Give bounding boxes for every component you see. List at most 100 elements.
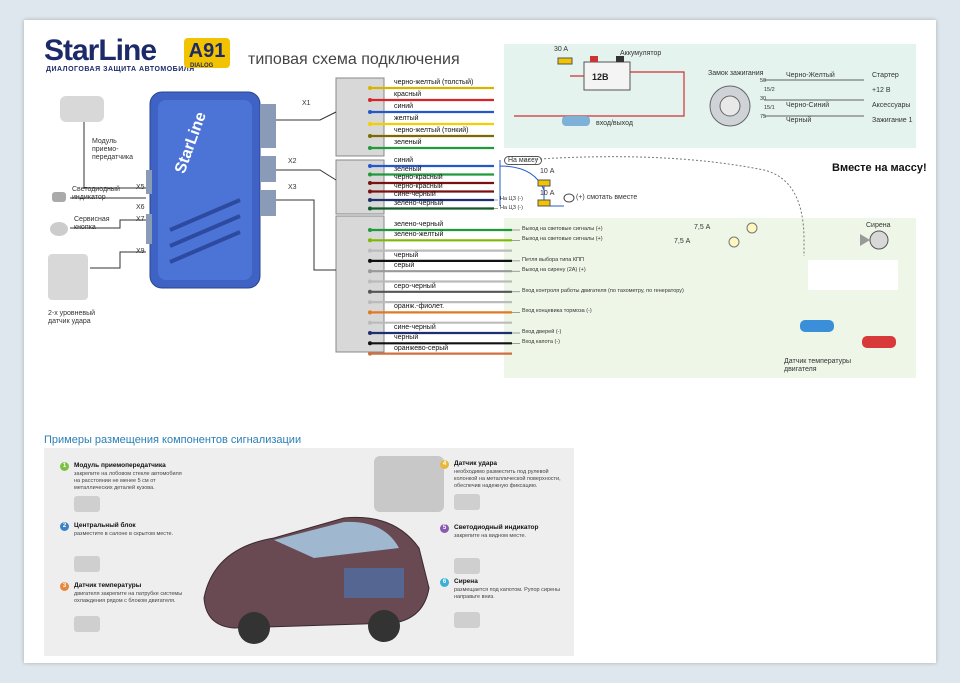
ignition-label: Замок зажигания xyxy=(708,70,764,77)
example-number: 3 xyxy=(60,582,69,591)
x2-block xyxy=(335,159,385,215)
connector-x1: X1 xyxy=(302,100,311,107)
example-title: Центральный блок xyxy=(74,522,136,529)
example-component-icon xyxy=(74,556,100,572)
example-text: необходимо разместить под рулевой колонк… xyxy=(454,469,561,489)
x3-wires xyxy=(368,228,520,356)
led-icon xyxy=(52,192,66,202)
mass-note: Вместе на массу! xyxy=(832,162,927,174)
example-text: размещается под капотом. Рупор сирены на… xyxy=(454,587,561,600)
x3-wire-label: оранжево-серый xyxy=(394,344,449,352)
example-component-icon xyxy=(454,494,480,510)
connector-x6: X6 xyxy=(136,204,145,211)
ignition-terminal: 30 xyxy=(760,96,767,102)
example-title: Датчик удара xyxy=(454,460,498,467)
x3-block xyxy=(335,215,385,353)
ignition-switch xyxy=(709,79,864,127)
x1-wire-label: желтый xyxy=(394,115,419,122)
service-button-icon xyxy=(50,222,68,236)
x1-pin xyxy=(368,146,372,150)
x1-pin xyxy=(368,98,372,102)
x2-pin xyxy=(368,164,372,168)
x3-wire-target: Вход капота (-) xyxy=(522,339,561,346)
x3-wire-label: серый xyxy=(394,262,415,270)
x1-wire-label: черно-желтый (тонкий) xyxy=(394,127,469,134)
connector-x3: X3 xyxy=(288,184,297,191)
see-below-label: (+) смотать вместе xyxy=(576,194,638,201)
x2-wire-label: зелено-черный xyxy=(394,199,444,207)
battery-fuse: 30 A xyxy=(554,46,569,53)
x1-pin xyxy=(368,134,372,138)
siren-label: Сирена xyxy=(866,222,891,229)
x3-wire-target: Выход на световые сигналы (+) xyxy=(522,226,603,232)
label-patch xyxy=(808,260,898,290)
ignition-output-target: Стартер xyxy=(872,72,899,79)
example-text: закрепите на лобовом стекле автомобиля н… xyxy=(74,471,182,491)
x3-pin xyxy=(368,248,372,253)
example-title: Модуль приемопередатчика xyxy=(74,462,166,469)
battery-label: Аккумулятор xyxy=(620,50,662,57)
x3-pin xyxy=(368,258,372,263)
x3-wire-target: Вход концевика тормоза (-) xyxy=(522,308,592,315)
example-number: 4 xyxy=(440,460,449,469)
temp-sensor-label: Датчик температуры двигателя xyxy=(784,358,852,373)
page-title: типовая схема подключения xyxy=(248,51,460,68)
shock-sensor-label: 2-х уровневый датчик удара xyxy=(48,310,96,325)
ignition-output-target: Зажигание 1 xyxy=(872,117,913,124)
diagram-sheet: StarLine ДИАЛОГОВАЯ ЗАЩИТА АВТОМОБИЛЯ A9… xyxy=(24,20,936,663)
example-title: Датчик температуры xyxy=(74,582,142,589)
x2-pin xyxy=(368,198,372,202)
car-illustration xyxy=(203,516,430,644)
x1-wire-label: синий xyxy=(394,103,414,110)
ignition-output-target: Аксессуары xyxy=(872,102,911,109)
example-component-icon xyxy=(74,616,100,632)
ignition-output-wire: Черный xyxy=(786,117,812,124)
brand-logo: StarLine xyxy=(44,34,157,67)
model-sub: DIALOG xyxy=(190,63,214,69)
examples-title: Примеры размещения компонентов сигнализа… xyxy=(44,434,302,446)
x2-wire-label: сине-черный xyxy=(394,191,436,198)
x2-pin xyxy=(368,206,372,211)
x3-wire-label: серо-черный xyxy=(394,282,436,290)
mass-label: На массу xyxy=(504,156,543,165)
x1-block xyxy=(335,77,385,157)
x3-wire-target: Выход на сирену (2А) (+) xyxy=(522,267,586,274)
outputs-panel xyxy=(504,218,916,378)
x3-pin xyxy=(368,228,372,232)
shock-sensor-icon xyxy=(48,254,88,300)
x3-pin xyxy=(368,238,372,243)
x2-pin xyxy=(368,189,372,194)
example-number: 5 xyxy=(440,524,449,533)
example-text: двигателя закрепите на патрубке системы … xyxy=(74,591,183,604)
ignition-terminal: 50 xyxy=(760,78,767,84)
x3-pin xyxy=(368,300,372,305)
led-label: Светодиодный индикатор xyxy=(72,186,120,201)
transceiver-label: Модуль приемо-передатчика xyxy=(92,138,134,161)
lamp-fuse-2: 7,5 А xyxy=(674,238,691,245)
interior-photo xyxy=(374,456,444,512)
wiring-svg xyxy=(70,56,896,356)
x3-wire-label: зелено-черный xyxy=(394,221,444,228)
power-panel xyxy=(504,44,916,148)
lamp-2 xyxy=(728,236,740,248)
car-icon-1 xyxy=(800,320,834,332)
example-title: Светодиодный индикатор xyxy=(454,524,539,531)
example-title: Сирена xyxy=(454,578,478,585)
example-number: 6 xyxy=(440,578,449,587)
ignition-terminal: 75 xyxy=(760,114,767,120)
lamp-fuse-1: 7,5 А xyxy=(694,224,711,231)
model-badge: A91 xyxy=(184,38,230,68)
transceiver-icon xyxy=(60,96,104,122)
ignition-output-target: +12 В xyxy=(872,87,891,94)
x1-wire-label: красный xyxy=(394,91,422,98)
x3-wire-target: Вход дверей (-) xyxy=(522,329,562,335)
brand-tagline: ДИАЛОГОВАЯ ЗАЩИТА АВТОМОБИЛЯ xyxy=(46,66,195,73)
x3-wire-target: Вход контроля работы двигателя (по тахом… xyxy=(522,287,684,294)
connector-x9: X9 xyxy=(136,248,145,255)
connector-x7: X7 xyxy=(136,216,145,223)
central-unit xyxy=(146,91,276,289)
x3-wire-label: зелено-желтый xyxy=(394,231,444,239)
example-component-icon xyxy=(74,496,100,512)
battery-voltage: 12В xyxy=(592,72,609,82)
x2-wires xyxy=(368,164,498,211)
